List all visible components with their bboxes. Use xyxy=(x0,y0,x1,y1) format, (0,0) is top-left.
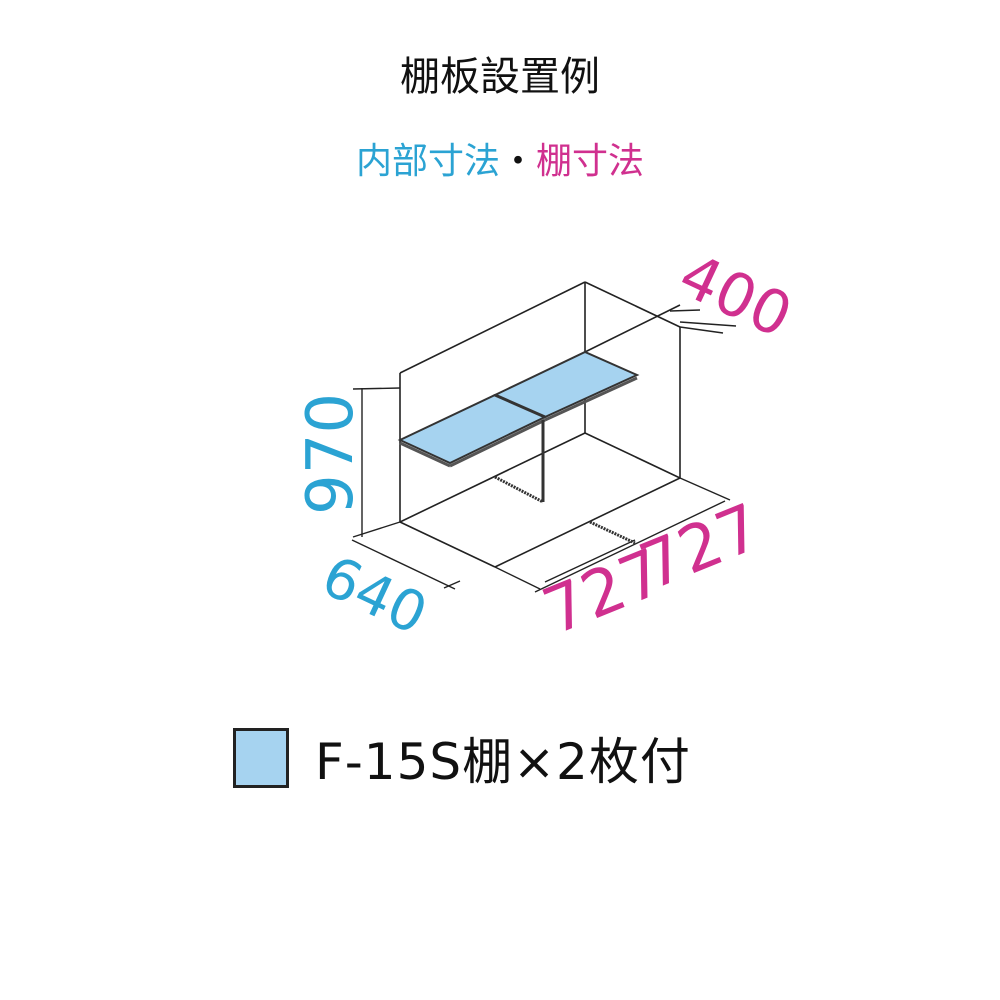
shelf-dimensions-label: 棚寸法 xyxy=(536,141,645,182)
separator: ・ xyxy=(499,141,536,182)
width-right-dimension: 727 xyxy=(630,490,771,604)
shelf-boards xyxy=(397,350,640,502)
legend-label: F-15S棚×2枚付 xyxy=(315,733,691,791)
dimension-labels: 970 640 727 727 400 xyxy=(294,240,802,650)
shelf-color-swatch xyxy=(233,728,289,788)
legend: F-15S棚×2枚付 xyxy=(233,722,691,794)
page-title: 棚板設置例 xyxy=(400,54,600,100)
dimension-lines xyxy=(351,309,737,593)
height-dimension: 970 xyxy=(294,393,368,515)
depth-dimension: 640 xyxy=(312,544,436,648)
cabinet-frame xyxy=(399,281,681,568)
subtitle: 内部寸法・棚寸法 xyxy=(0,132,1000,184)
center-marks xyxy=(494,475,636,545)
shelf-depth-dimension: 400 xyxy=(669,240,802,352)
internal-dimensions-label: 内部寸法 xyxy=(355,141,500,182)
